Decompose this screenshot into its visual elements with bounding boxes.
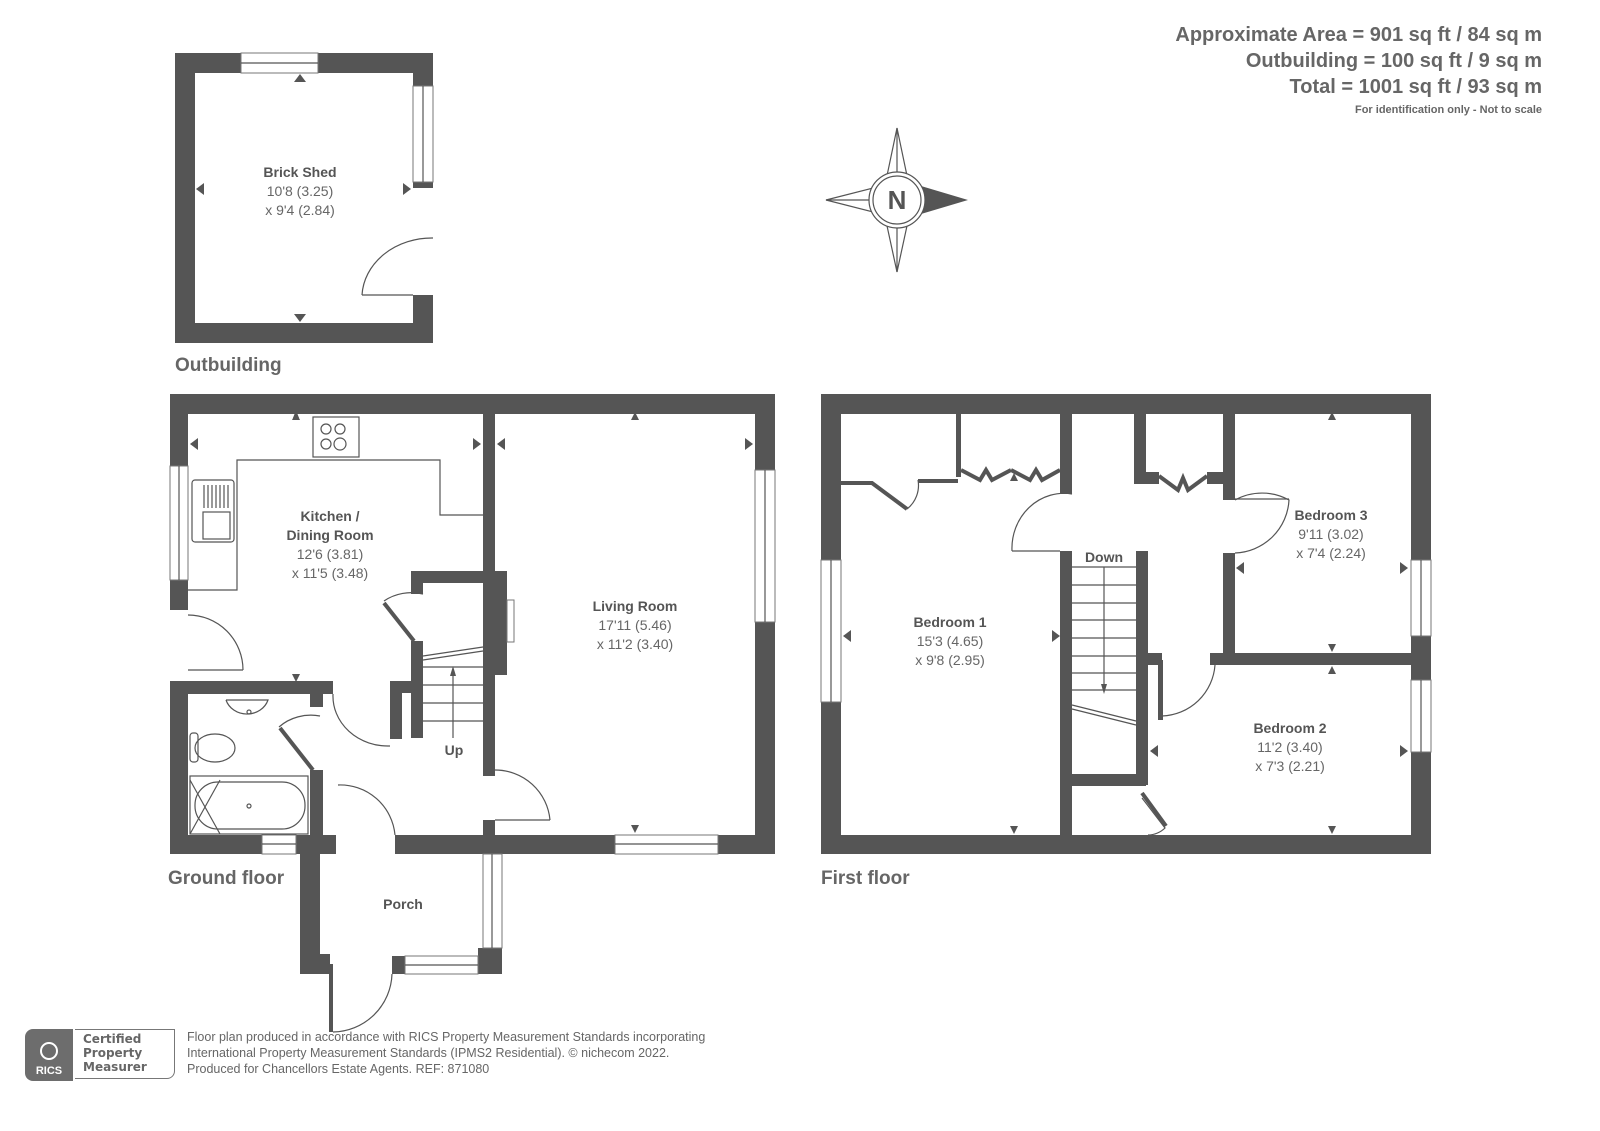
room-dimension: x 9'4 (2.84) <box>265 202 335 218</box>
compass-rose-icon: N <box>825 127 968 273</box>
compass-north-label: N <box>888 185 907 215</box>
area-summary: Approximate Area = 901 sq ft / 84 sq m O… <box>1175 22 1542 116</box>
footer: RICS Certified Property Measurer Floor p… <box>25 1029 705 1081</box>
floor-label-first: First floor <box>821 868 910 889</box>
outbuilding-area: Outbuilding = 100 sq ft / 9 sq m <box>1245 50 1542 72</box>
room-dimension: 11'2 (3.40) <box>1257 739 1322 755</box>
room-dimension: 15'3 (4.65) <box>917 633 984 649</box>
room-dimension: x 7'3 (2.21) <box>1255 758 1325 774</box>
room-dimension: x 9'8 (2.95) <box>915 652 985 668</box>
certified-measurer-badge: Certified Property Measurer <box>75 1029 175 1079</box>
ground-floor-plan: Up <box>168 394 776 1033</box>
bath-icon <box>189 775 309 835</box>
floor-label-ground: Ground floor <box>168 868 285 889</box>
rics-logo: RICS <box>25 1029 73 1081</box>
room-name: Kitchen / <box>300 508 359 524</box>
hob-icon <box>312 416 360 458</box>
room-name: Bedroom 1 <box>913 614 986 630</box>
total-area: Total = 1001 sq ft / 93 sq m <box>1289 76 1543 98</box>
room-dimension: x 11'2 (3.40) <box>597 636 673 652</box>
room-dimension: 17'11 (5.46) <box>598 617 671 633</box>
room-name: Living Room <box>593 598 678 614</box>
outbuilding-plan: Brick Shed 10'8 (3.25) x 9'4 (2.84) Outb… <box>175 52 434 376</box>
approximate-area: Approximate Area = 901 sq ft / 84 sq m <box>1175 24 1542 46</box>
room-dimension: x 7'4 (2.24) <box>1296 545 1366 561</box>
room-dimension: 9'11 (3.02) <box>1298 526 1363 542</box>
floor-label-outbuilding: Outbuilding <box>175 355 282 376</box>
kitchen-sink-icon <box>191 479 235 543</box>
room-dimension: 10'8 (3.25) <box>267 183 334 199</box>
footer-disclaimer: Floor plan produced in accordance with R… <box>187 1030 706 1076</box>
room-name: Porch <box>383 896 423 912</box>
room-name: Bedroom 2 <box>1253 720 1326 736</box>
stairs-up-label: Up <box>445 742 464 758</box>
first-floor-plan: Down <box>820 394 1432 889</box>
scale-disclaimer: For identification only - Not to scale <box>1354 104 1542 116</box>
room-name: Bedroom 3 <box>1294 507 1367 523</box>
room-dimension: 12'6 (3.81) <box>297 546 364 562</box>
stairs-down-label: Down <box>1085 549 1123 565</box>
room-name: Dining Room <box>286 527 373 543</box>
dimension-arrow-icon <box>294 74 306 82</box>
room-name: Brick Shed <box>263 164 336 180</box>
lion-icon <box>40 1042 58 1060</box>
toilet-icon <box>194 733 236 763</box>
room-dimension: x 11'5 (3.48) <box>292 565 368 581</box>
